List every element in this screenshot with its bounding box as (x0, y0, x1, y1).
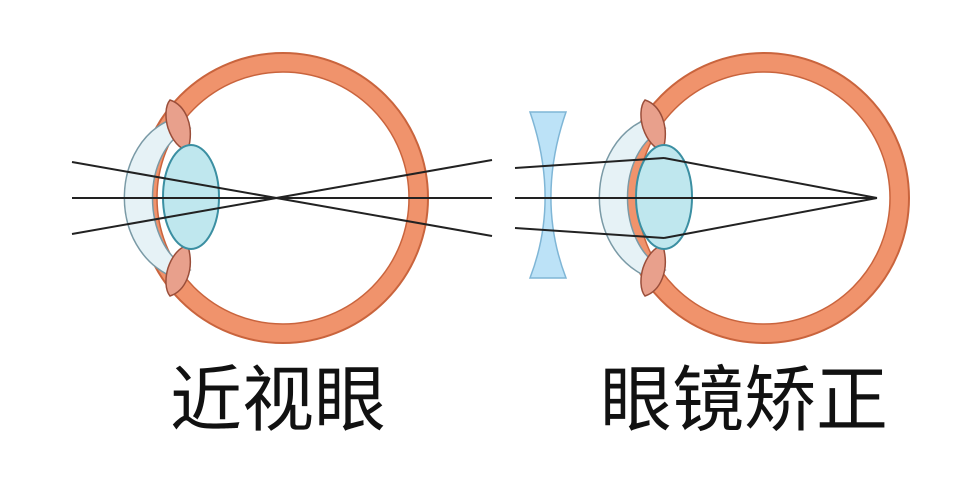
right-eye-iris-bottom (640, 245, 667, 297)
left-eye-iris-top (165, 99, 192, 151)
right-ray-top-in (514, 157, 665, 169)
myopic-eye (71, 52, 493, 344)
concave-lens (528, 111, 568, 279)
caption-correction: 眼镜矫正 (600, 358, 889, 442)
corrected-eye (514, 52, 910, 344)
right-ray-top-out (663, 157, 878, 199)
right-ray-bottom-in (514, 227, 665, 239)
right-ray-bottom-out (663, 197, 878, 239)
left-ray-bottom (71, 159, 493, 235)
left-eye-iris-bottom (165, 245, 192, 297)
right-eye-iris-top (640, 99, 667, 151)
caption-myopia: 近视眼 (170, 358, 387, 442)
